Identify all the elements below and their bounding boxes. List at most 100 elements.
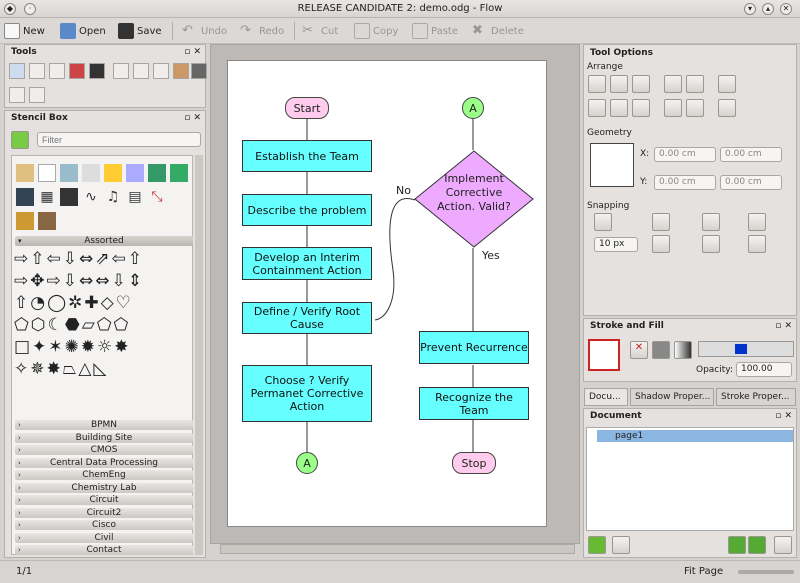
pencil-tool-icon[interactable]	[133, 63, 149, 79]
page-row[interactable]: page1	[597, 430, 793, 442]
page-menu-button[interactable]	[774, 536, 792, 554]
flow-stop-node[interactable]: Stop	[452, 452, 496, 474]
stencil-item[interactable]: ♫	[106, 189, 120, 205]
stencil-item[interactable]	[170, 164, 188, 182]
shape-item[interactable]: □✦✶✺✹☼✸	[14, 337, 131, 357]
flow-define-node[interactable]: Define / Verify Root Cause	[242, 302, 372, 334]
stencil-item[interactable]: ⤡	[151, 189, 163, 205]
stencil-filter-input[interactable]	[37, 132, 201, 147]
align-bottom-button[interactable]	[632, 99, 650, 117]
stencil-category[interactable]: ›ChemEng	[15, 470, 193, 480]
stencil-item[interactable]	[16, 212, 34, 230]
path-tool-icon[interactable]	[49, 63, 65, 79]
snap-grid-toggle[interactable]	[594, 213, 612, 231]
format-tool-icon[interactable]	[69, 63, 85, 79]
opacity-input[interactable]: 100.00	[736, 362, 792, 377]
align-top-button[interactable]	[588, 99, 606, 117]
calligraphy-tool-icon[interactable]	[113, 63, 129, 79]
flow-connector-a[interactable]: A	[296, 452, 318, 474]
copy-button[interactable]: Copy	[354, 22, 398, 40]
undo-button[interactable]: ↶Undo	[182, 22, 227, 40]
tab-document[interactable]: Docu...	[584, 388, 628, 406]
no-fill-button[interactable]: ✕	[630, 341, 648, 359]
stencil-category[interactable]: ›BPMN	[15, 420, 193, 430]
app-icon[interactable]: ◆	[4, 3, 16, 15]
snap-boundingbox-toggle[interactable]	[702, 235, 720, 253]
raise-button[interactable]	[664, 75, 682, 93]
snap-line-toggle[interactable]	[748, 235, 766, 253]
save-button[interactable]: Save	[118, 22, 162, 40]
align-center-button[interactable]	[610, 75, 628, 93]
lower-button[interactable]	[664, 99, 682, 117]
stencil-item[interactable]	[16, 164, 34, 182]
canvas-h-scrollbar[interactable]	[220, 544, 575, 554]
open-button[interactable]: Open	[60, 22, 106, 40]
align-right-button[interactable]	[632, 75, 650, 93]
panel-close-icon[interactable]: ▫ ✕	[184, 113, 201, 123]
zoom-slider[interactable]	[738, 570, 794, 574]
panel-close-icon[interactable]: ▫ ✕	[775, 411, 792, 421]
stencil-scrollbar[interactable]	[195, 155, 203, 555]
zoom-tool-icon[interactable]	[9, 87, 25, 103]
shape-item[interactable]: ✧✵✸⏢△◺	[14, 359, 109, 379]
stencil-item[interactable]	[38, 212, 56, 230]
snap-intersection-toggle[interactable]	[652, 235, 670, 253]
stencil-category[interactable]: ›Building Site	[15, 432, 193, 443]
solid-fill-button[interactable]	[652, 341, 670, 359]
cut-button[interactable]: ✂Cut	[302, 22, 338, 40]
shape-item[interactable]: ⬠⬡☾⬣▱⬠⬠	[14, 315, 131, 335]
stencil-item[interactable]	[126, 164, 144, 182]
snap-extension-toggle[interactable]	[748, 213, 766, 231]
bring-front-button[interactable]	[686, 75, 704, 93]
stencil-item[interactable]	[82, 164, 100, 182]
align-left-button[interactable]	[588, 75, 606, 93]
stencil-item[interactable]: ∿	[85, 189, 97, 205]
tab-stroke-properties[interactable]: Stroke Proper...	[716, 388, 796, 406]
anchor-selector[interactable]	[590, 143, 634, 187]
fill-color-picker[interactable]	[698, 341, 794, 357]
minimize-icon[interactable]: ▾	[744, 3, 756, 15]
connector-tool-icon[interactable]	[29, 63, 45, 79]
flow-develop-node[interactable]: Develop an Interim Containment Action	[242, 247, 372, 280]
gradient-tool-icon[interactable]	[173, 63, 189, 79]
flow-recognize-node[interactable]: Recognize the Team	[419, 387, 529, 420]
remove-page-button[interactable]	[612, 536, 630, 554]
flow-establish-node[interactable]: Establish the Team	[242, 140, 372, 172]
new-button[interactable]: New	[4, 22, 45, 40]
stencil-item[interactable]	[148, 164, 166, 182]
stroke-fill-preview[interactable]	[588, 339, 620, 371]
snap-distance-input[interactable]: 10 px	[594, 237, 638, 252]
stencil-category[interactable]: ›Civil	[15, 532, 193, 543]
stencil-category[interactable]: ›Contact	[15, 545, 193, 555]
flow-prevent-node[interactable]: Prevent Recurrence	[419, 331, 529, 364]
flow-decision-shape[interactable]	[414, 150, 534, 248]
zoom-select[interactable]: Fit Page	[684, 566, 724, 577]
align-middle-button[interactable]	[610, 99, 628, 117]
redo-button[interactable]: ↷Redo	[240, 22, 284, 40]
height-input[interactable]: 0.00 cm	[720, 175, 782, 190]
group-button[interactable]	[718, 75, 736, 93]
move-up-button[interactable]	[728, 536, 746, 554]
send-back-button[interactable]	[686, 99, 704, 117]
flow-connector-a[interactable]: A	[462, 97, 484, 119]
maximize-icon[interactable]: ▴	[762, 3, 774, 15]
stencil-category[interactable]: ›Central Data Processing	[15, 457, 193, 468]
stencil-item[interactable]	[60, 188, 78, 206]
shape-item[interactable]: ⇧◔◯✲✚◇♡	[14, 293, 133, 313]
flow-describe-node[interactable]: Describe the problem	[242, 194, 372, 226]
ungroup-button[interactable]	[718, 99, 736, 117]
panel-close-icon[interactable]: ▫ ✕	[775, 321, 792, 331]
tab-shadow-properties[interactable]: Shadow Proper...	[630, 388, 714, 406]
stencil-category[interactable]: ›CMOS	[15, 445, 193, 455]
pin-icon[interactable]: ·	[24, 3, 36, 15]
snap-orthogonal-toggle[interactable]	[702, 213, 720, 231]
pattern-tool-icon[interactable]	[191, 63, 207, 79]
stencil-item[interactable]: ▤	[128, 189, 142, 205]
stencil-item[interactable]	[104, 164, 122, 182]
paste-button[interactable]: Paste	[412, 22, 458, 40]
flow-start-node[interactable]: Start	[285, 97, 329, 119]
stencil-category[interactable]: ›Chemistry Lab	[15, 482, 193, 493]
stencil-category[interactable]: ›Circuit2	[15, 507, 193, 518]
shape-item[interactable]: ⇨✥⇨⇩⇔⇔⇩⇕	[14, 271, 144, 291]
pan-tool-icon[interactable]	[29, 87, 45, 103]
